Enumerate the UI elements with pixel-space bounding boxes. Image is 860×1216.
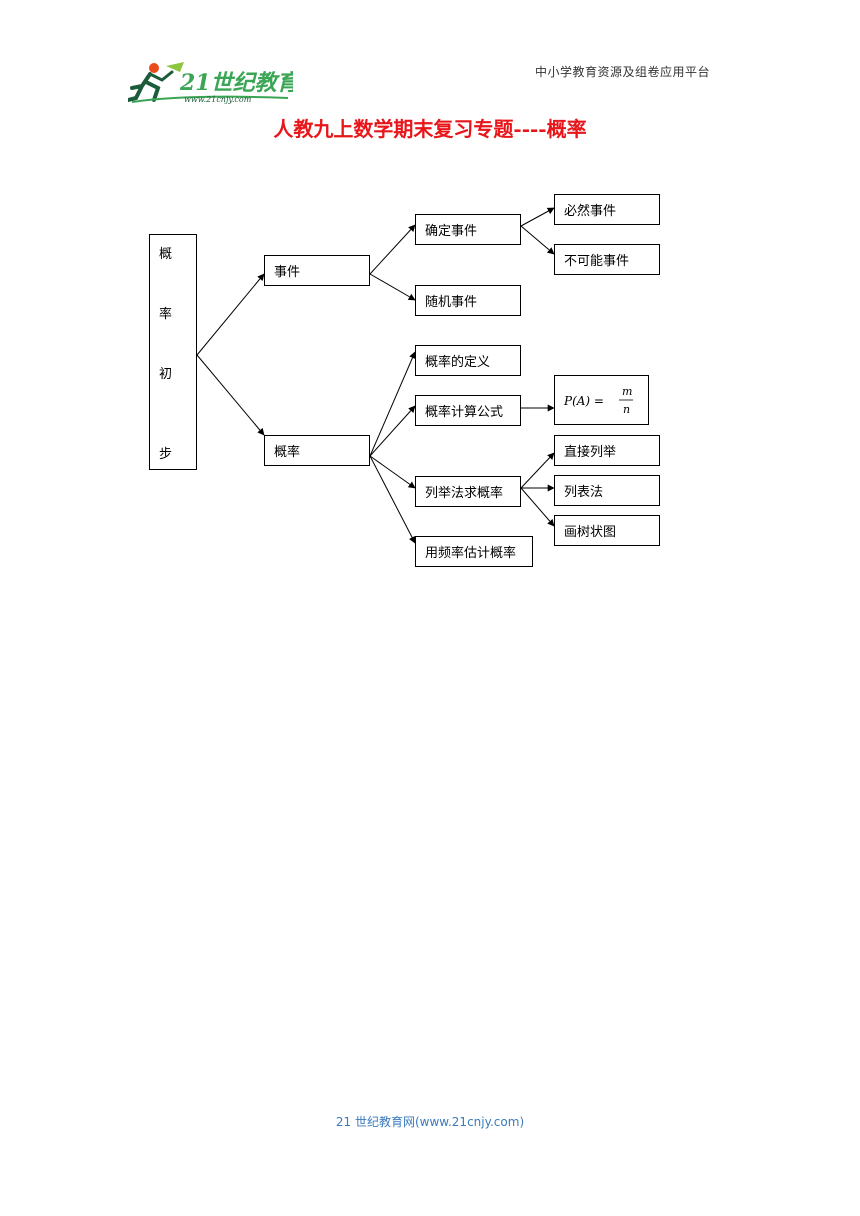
node-frequency: 用频率估计概率 [415, 536, 533, 567]
node-direct-list: 直接列举 [554, 435, 660, 466]
logo-url-text: www.21cnjy.com [184, 95, 252, 104]
node-impossible-event: 不可能事件 [554, 244, 660, 275]
logo-text: 21世纪教育 [179, 70, 293, 96]
formula-lhs: P(A) = [563, 394, 604, 408]
formula-denominator: n [623, 403, 630, 416]
root-box: 概 率 初 步 [149, 234, 197, 470]
formula-numerator: m [622, 385, 632, 398]
concept-map: 概 率 初 步 事件 概率 确定事件 随机事件 必然事件 不可能事件 概率的定义… [130, 170, 700, 578]
node-enumeration: 列举法求概率 [415, 476, 521, 507]
footer-text: 21 世纪教育网(www.21cnjy.com) [335, 1115, 525, 1129]
node-formula-label: 概率计算公式 [415, 395, 521, 426]
node-random-event: 随机事件 [415, 285, 521, 316]
site-logo: 21世纪教育 www.21cnjy.com [126, 58, 303, 106]
node-formula: P(A) = m n [554, 375, 649, 425]
node-certain-event: 确定事件 [415, 214, 521, 245]
node-table-method: 列表法 [554, 475, 660, 506]
node-definition: 概率的定义 [415, 345, 521, 376]
platform-name: 中小学教育资源及组卷应用平台 [535, 65, 711, 79]
node-probability: 概率 [264, 435, 370, 466]
root-char: 概 [159, 247, 173, 262]
node-inevitable-event: 必然事件 [554, 194, 660, 225]
page-title: 人教九上数学期末复习专题----概率 [273, 117, 587, 141]
connector-lines [196, 207, 555, 544]
root-char: 初 [159, 367, 173, 382]
root-char: 步 [159, 447, 173, 462]
root-char: 率 [159, 307, 173, 322]
node-tree-diagram: 画树状图 [554, 515, 660, 546]
node-event: 事件 [264, 255, 370, 286]
